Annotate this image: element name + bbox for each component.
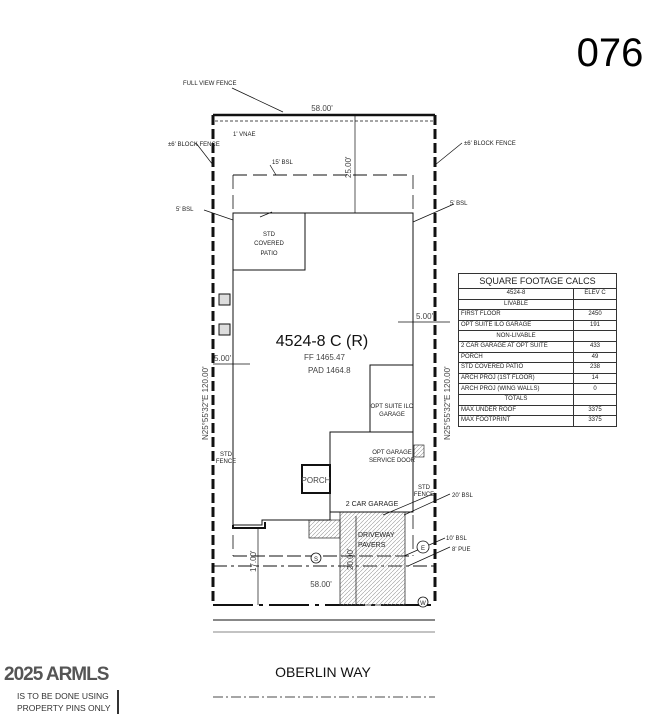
row-label: STD COVERED PATIO bbox=[458, 362, 574, 374]
std-fence-left-label: STD bbox=[220, 452, 233, 458]
row-label: PORCH bbox=[458, 351, 574, 364]
ac-unit-icon bbox=[218, 293, 231, 306]
pue-label: 8' PUE bbox=[452, 547, 471, 553]
driveway-label: PAVERS bbox=[358, 542, 386, 549]
plan-title: 4524-8 C (R) bbox=[276, 333, 368, 350]
row-label: FIRST FLOOR bbox=[458, 309, 574, 321]
table-row: ARCH PROJ (1ST FLOOR)14 bbox=[458, 372, 617, 385]
bearing-left: N25°55'32"E 120.00' bbox=[201, 366, 210, 440]
bsl-5-left-label: 5' BSL bbox=[176, 207, 194, 213]
opt-suite-label: OPT SUITE ILO bbox=[371, 404, 414, 410]
dim-driveway: 20.00' bbox=[346, 548, 355, 570]
opt-garage-door-label: SERVICE DOOR bbox=[369, 458, 416, 464]
patio-label: STD bbox=[263, 232, 276, 238]
dim-bottom: 58.00' bbox=[310, 580, 332, 589]
section-livable: LIVABLE bbox=[458, 298, 574, 311]
elevation: ELEV C bbox=[573, 288, 617, 300]
section-totals: TOTALS bbox=[458, 393, 574, 406]
row-value: 49 bbox=[573, 351, 617, 364]
row-value: 191 bbox=[573, 319, 617, 332]
porch-label: PORCH bbox=[302, 476, 331, 485]
dim-rear: 25.00' bbox=[344, 156, 353, 178]
note-line: PROPERTY PINS ONLY bbox=[17, 703, 111, 713]
bsl-5-right-label: 5' BSL bbox=[450, 201, 468, 207]
electric-marker-icon bbox=[416, 540, 430, 554]
row-value: 238 bbox=[573, 362, 617, 374]
dim-top: 58.00' bbox=[311, 104, 333, 113]
electric-label: E bbox=[421, 546, 425, 552]
ac-unit-icon bbox=[218, 323, 231, 336]
patio-label: COVERED bbox=[254, 241, 284, 247]
bsl-10-label: 10' BSL bbox=[446, 536, 467, 542]
opt-suite-label: GARAGE bbox=[379, 412, 405, 418]
dim-side-right: 5.00' bbox=[416, 312, 434, 321]
bsl-15-label: 15' BSL bbox=[272, 160, 293, 166]
row-value: 433 bbox=[573, 340, 617, 353]
driveway-label: DRIVEWAY bbox=[358, 532, 395, 539]
dim-front: 17.00' bbox=[249, 550, 258, 572]
building-footprint bbox=[232, 212, 425, 529]
lot-number: 076 bbox=[577, 31, 644, 75]
pad-elevation: PAD 1464.8 bbox=[308, 366, 351, 375]
bsl-20-label: 20' BSL bbox=[452, 493, 473, 499]
block-fence-left-label: ±6' BLOCK FENCE bbox=[168, 142, 220, 148]
std-fence-right-label: STD bbox=[418, 485, 431, 491]
row-label: OPT SUITE ILO GARAGE bbox=[458, 319, 574, 332]
row-value: 3375 bbox=[573, 404, 617, 417]
sewer-marker-icon bbox=[310, 552, 322, 564]
dim-side-left: 5.00' bbox=[214, 354, 232, 363]
table-row: ARCH PROJ (WING WALLS)0 bbox=[458, 383, 617, 395]
finished-floor: FF 1465.47 bbox=[304, 353, 345, 362]
row-label: 2 CAR GARAGE AT OPT SUITE bbox=[458, 340, 574, 353]
block-fence-right-label: ±6' BLOCK FENCE bbox=[464, 141, 516, 147]
row-value: 14 bbox=[573, 372, 617, 385]
row-label: MAX FOOTPRINT bbox=[458, 415, 574, 427]
row-label: MAX UNDER ROOF bbox=[458, 404, 574, 417]
plan-number: 4524-8 bbox=[458, 288, 574, 300]
note-line: IS TO BE DONE USING bbox=[17, 691, 109, 701]
section-non-livable: NON-LIVABLE bbox=[458, 330, 574, 342]
std-fence-right-label: FENCE bbox=[414, 492, 434, 498]
opt-garage-door-label: OPT GARAGE bbox=[372, 450, 412, 456]
patio-label: PATIO bbox=[260, 251, 277, 257]
full-view-fence-label: FULL VIEW FENCE bbox=[183, 81, 236, 87]
sewer-label: S bbox=[314, 557, 318, 563]
staking-note: IS TO BE DONE USING PROPERTY PINS ONLY bbox=[17, 690, 119, 714]
driveway bbox=[339, 511, 406, 606]
street-name: OBERLIN WAY bbox=[275, 664, 371, 680]
row-value: 2450 bbox=[573, 309, 617, 321]
row-value: 0 bbox=[573, 383, 617, 395]
garage-label: 2 CAR GARAGE bbox=[346, 501, 399, 508]
row-label: ARCH PROJ (1ST FLOOR) bbox=[458, 372, 574, 385]
watermark: 2025 ARMLS bbox=[4, 664, 109, 685]
vnae-label: 1' VNAE bbox=[233, 132, 256, 138]
std-fence-left-label: FENCE bbox=[216, 459, 236, 465]
bearing-right: N25°55'32"E 120.00' bbox=[443, 366, 452, 440]
row-label: ARCH PROJ (WING WALLS) bbox=[458, 383, 574, 395]
row-value: 3375 bbox=[573, 415, 617, 427]
water-label: W bbox=[420, 601, 426, 607]
water-marker-icon bbox=[417, 596, 429, 608]
table-title: SQUARE FOOTAGE CALCS bbox=[458, 273, 617, 289]
